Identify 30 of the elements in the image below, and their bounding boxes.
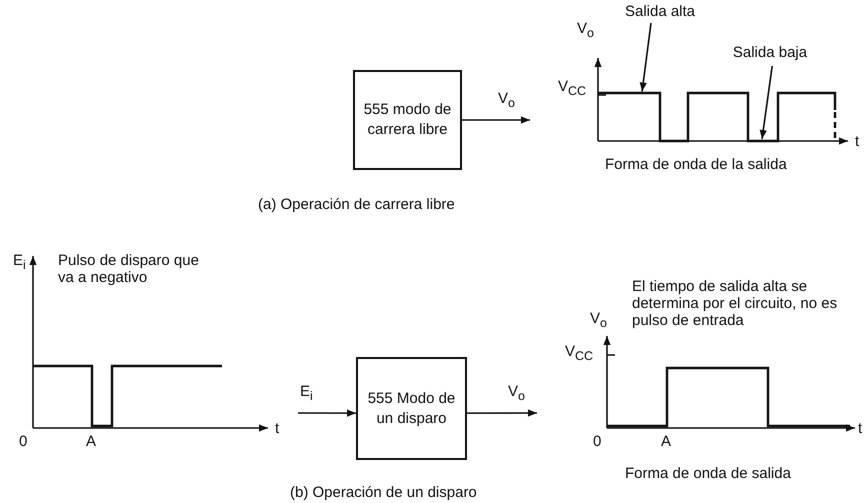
signal-arrow	[467, 409, 537, 417]
block-box	[353, 70, 462, 170]
block-box	[356, 357, 467, 460]
square-waveform	[598, 92, 836, 142]
waveform-caption: Forma de onda de salida	[625, 465, 791, 482]
leader-arrow	[760, 66, 773, 140]
block-label: 555 modo de carrera libre	[362, 100, 452, 140]
axis-label: V$_{CC}$	[558, 78, 586, 100]
axis-label: t	[855, 133, 860, 150]
figure-caption: (a) Operación de carrera libre	[258, 196, 455, 213]
axis-label: 0	[593, 433, 602, 450]
axis-label: V$_{o}$	[577, 20, 594, 42]
annotation-text: Salida alta	[610, 2, 710, 22]
signal-arrow	[462, 116, 530, 124]
axis-label: 0	[19, 433, 28, 450]
axis-label: V$_{CC}$	[565, 343, 594, 365]
axis-label: A	[661, 433, 672, 450]
block-label: 555 Modo de un disparo	[366, 388, 456, 428]
axis-label: V$_{o}$	[590, 310, 607, 332]
axis-label: t	[275, 420, 280, 437]
annotation-text: El tiempo de salida alta se determina por el circuito, no es pulso de entrada	[632, 278, 838, 329]
annotation-text: Salida baja	[715, 43, 825, 63]
figure-caption: (b) Operación de un disparo	[290, 484, 477, 501]
signal-arrow	[298, 410, 356, 417]
waveform-caption: Forma de onda de la salida	[605, 156, 787, 173]
axis-label: t	[858, 420, 862, 437]
axis-label: E$_{i}$	[13, 252, 26, 274]
leader-arrow	[640, 22, 652, 92]
axis-label: A	[86, 433, 96, 450]
annotation-text: Pulso de disparo que va a negativo	[58, 252, 200, 286]
